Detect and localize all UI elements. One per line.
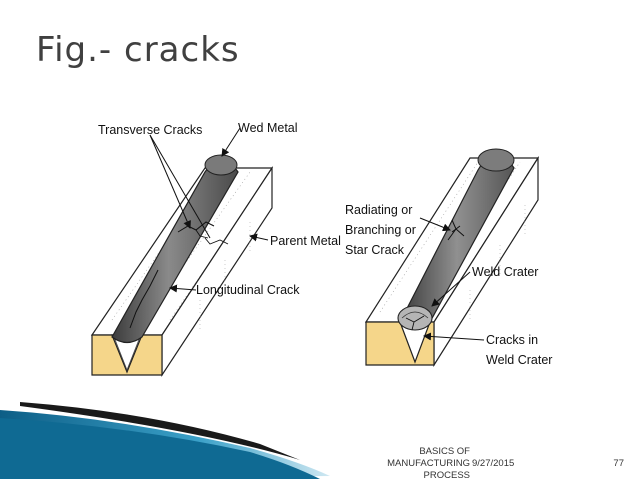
decorative-swoosh <box>0 402 330 479</box>
label-cracks-in-2: Weld Crater <box>486 353 552 367</box>
star-crack <box>447 219 465 241</box>
label-radiating-2: Branching or <box>345 223 416 237</box>
label-radiating-3: Star Crack <box>345 243 405 257</box>
weld-crater <box>397 305 433 331</box>
label-parent-metal: Parent Metal <box>270 234 341 248</box>
footer-course-line1: BASICS OF MANUFACTURING <box>387 446 470 469</box>
label-longitudinal-crack: Longitudinal Crack <box>196 283 300 297</box>
footer-course-line2: PROCESS <box>423 470 470 479</box>
right-weld-figure <box>364 148 540 368</box>
slide-title: Fig.- cracks <box>36 30 240 70</box>
footer-course: BASICS OF MANUFACTURING PROCESS <box>340 446 470 479</box>
longitudinal-crack <box>129 269 159 329</box>
left-weld-figure <box>90 127 274 378</box>
label-weld-crater: Weld Crater <box>472 265 538 279</box>
footer-page-number: 77 <box>613 458 624 469</box>
label-transverse-cracks: Transverse Cracks <box>98 123 202 137</box>
label-cracks-in-1: Cracks in <box>486 333 538 347</box>
label-weld-metal: Wed Metal <box>238 121 298 135</box>
label-radiating-1: Radiating or <box>345 203 412 217</box>
footer-date: 9/27/2015 <box>472 458 515 469</box>
